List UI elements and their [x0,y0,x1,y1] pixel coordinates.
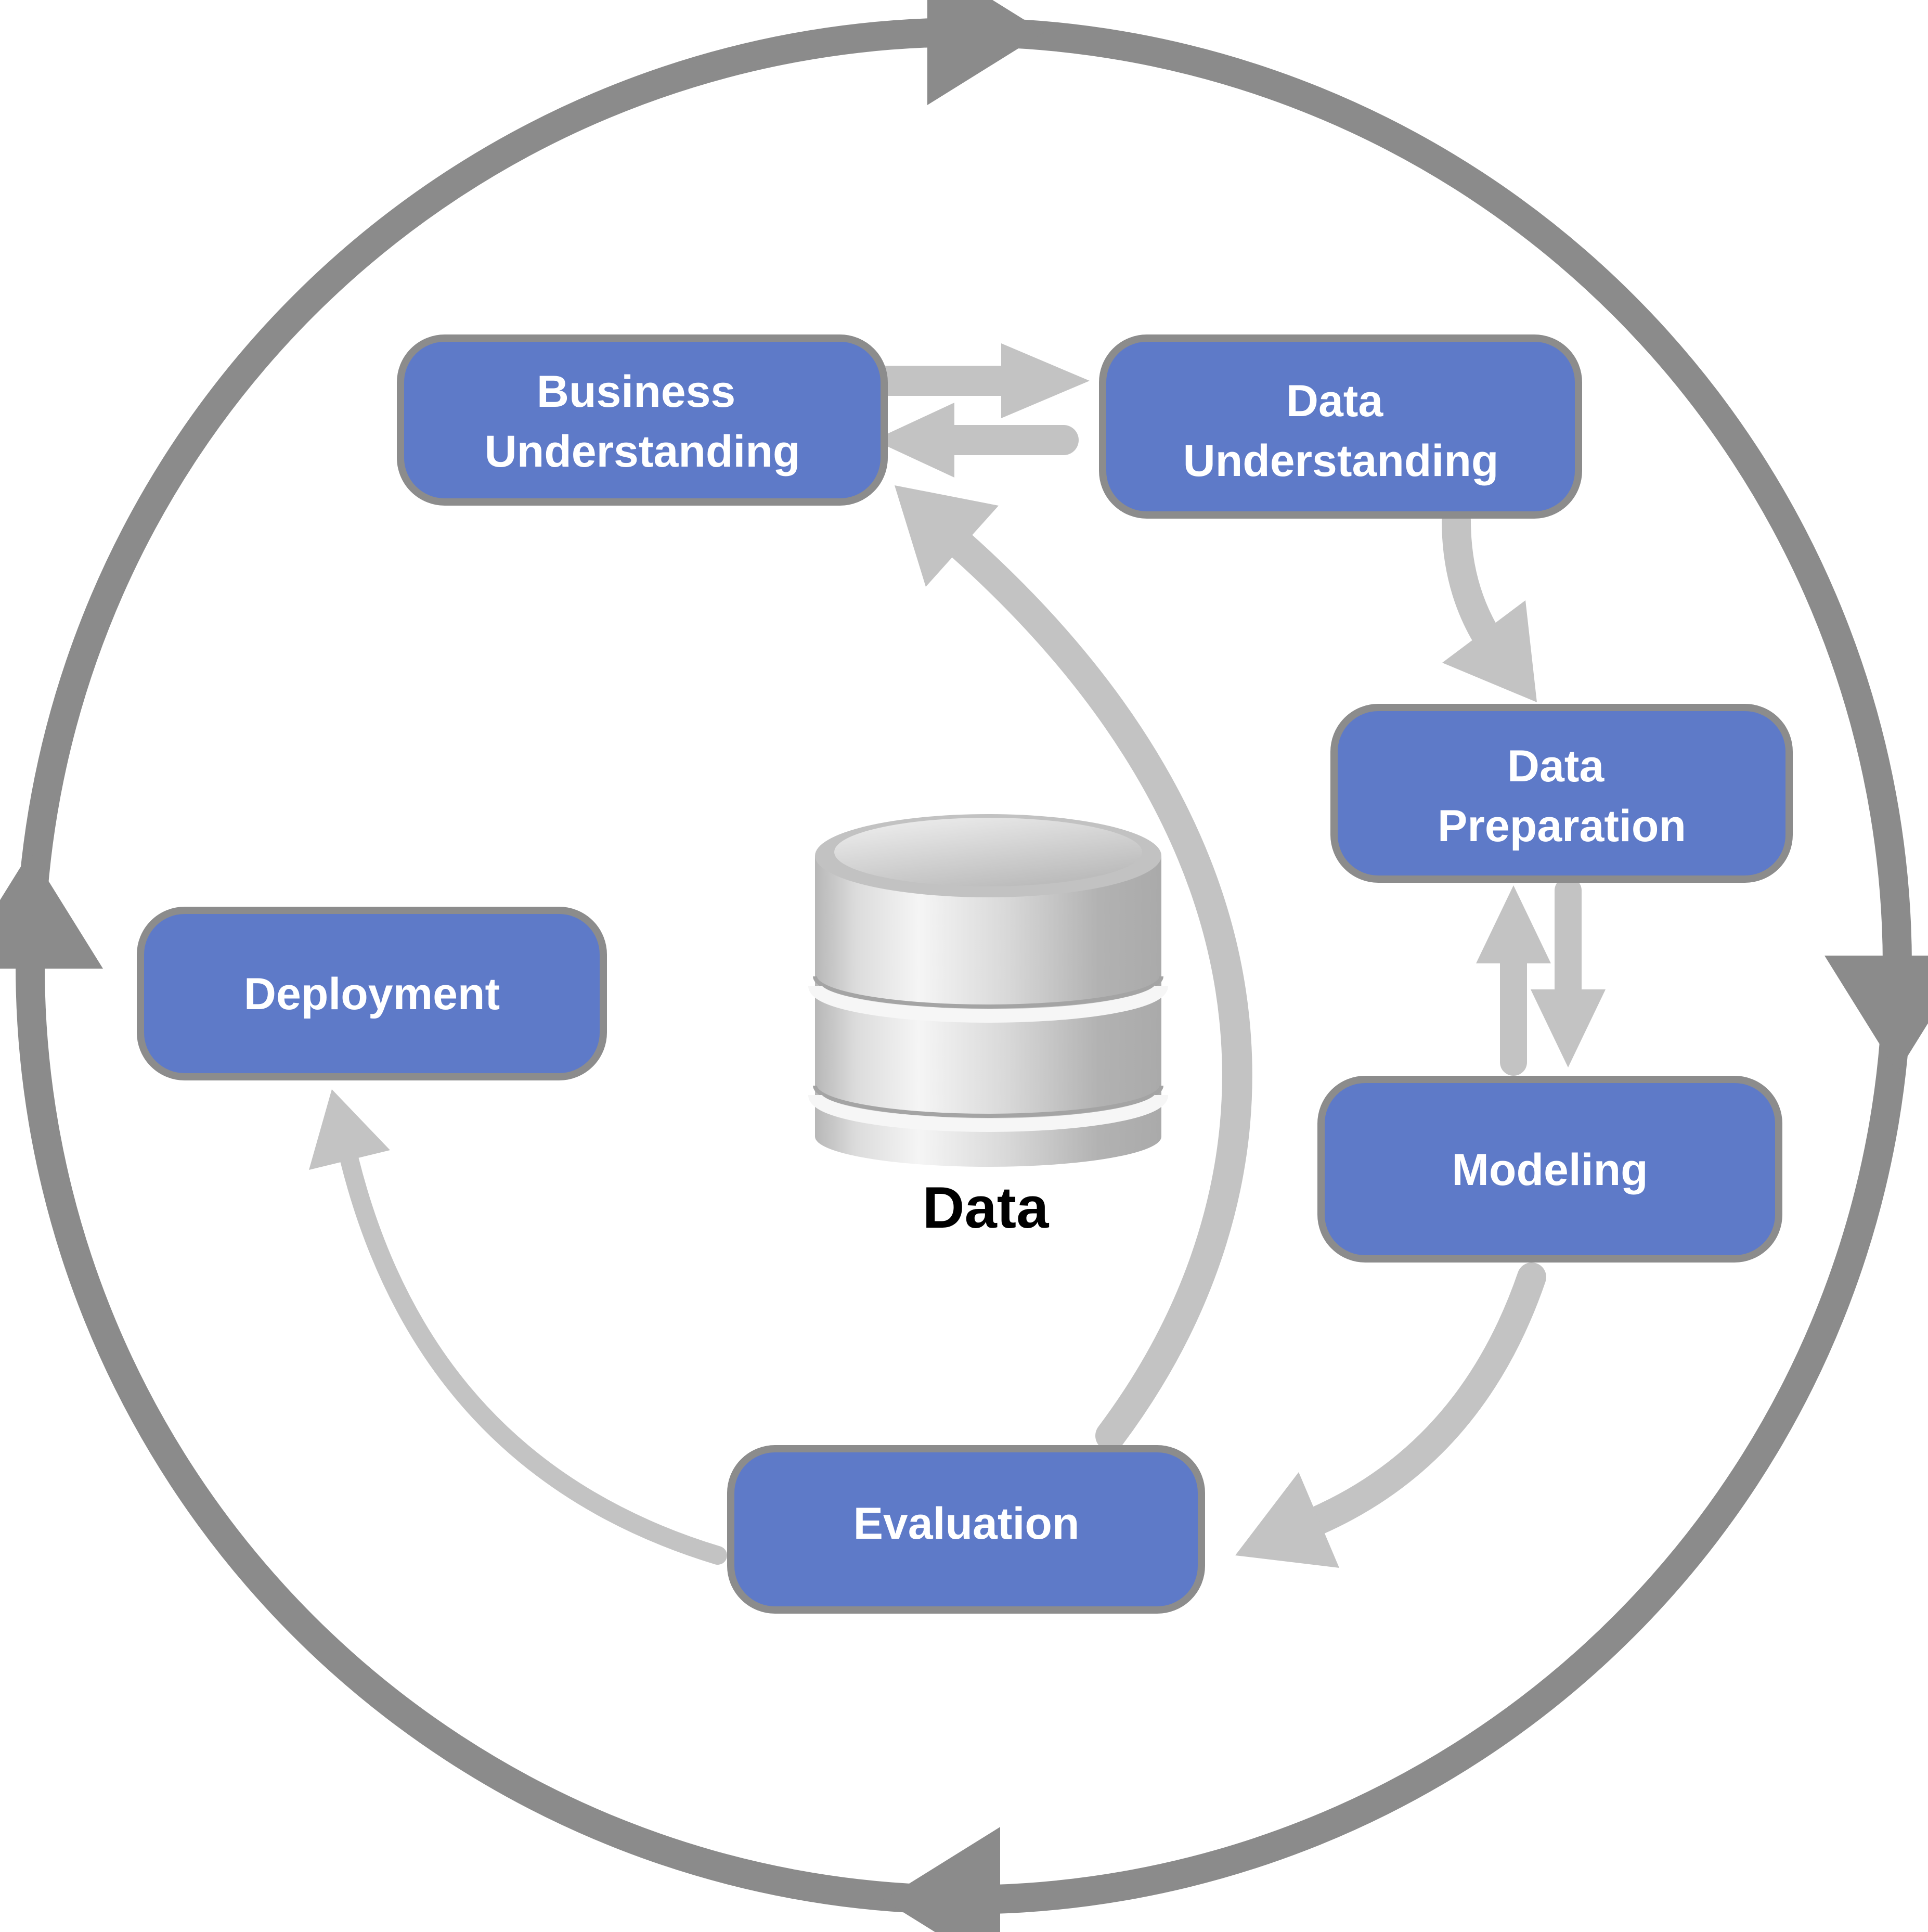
business-understanding-label: Business Understanding [485,367,800,476]
cycle-arrowhead-top-icon [927,0,1044,105]
cycle-arrowhead-left-icon [0,852,103,969]
data-label: Data [923,1175,1049,1240]
edge-preparation-to-modeling-icon [1531,877,1606,1067]
modeling-box [1317,1076,1782,1263]
edges [309,343,1606,1568]
edge-modeling-to-evaluation-icon [1235,1263,1546,1568]
node-evaluation: Evaluation [727,1445,1205,1614]
edge-evaluation-to-business-icon [895,485,1252,1451]
node-deployment: Deployment [137,907,607,1080]
database-cylinder-icon [808,814,1168,1167]
data-preparation-label: Data Preparation [1438,741,1686,851]
deployment-label: Deployment [244,969,500,1019]
edge-evaluation-to-deployment-icon [309,1089,727,1565]
data-store: Data [808,814,1168,1240]
cycle-arrowhead-right-icon [1825,956,1928,1073]
cycle-arrowhead-bottom-icon [883,1827,1000,1932]
data-understanding-label: Data Understanding [1183,376,1499,486]
evaluation-label: Evaluation [853,1499,1080,1549]
edge-data-understanding-to-business-icon [874,403,1079,478]
node-data-understanding: Data Understanding [1099,334,1582,519]
edge-modeling-to-preparation-icon [1476,885,1551,1076]
data-understanding-box [1099,334,1582,519]
modeling-label: Modeling [1452,1145,1648,1195]
node-data-preparation: Data Preparation [1330,704,1793,883]
business-understanding-box [397,334,888,506]
data-preparation-box [1330,704,1793,883]
deployment-box [137,907,607,1080]
edge-business-to-data-understanding-icon [869,343,1090,418]
node-modeling: Modeling [1317,1076,1782,1263]
evaluation-box [727,1445,1205,1614]
edge-data-understanding-to-preparation-icon [1442,506,1537,702]
node-business-understanding: Business Understanding [397,334,888,506]
